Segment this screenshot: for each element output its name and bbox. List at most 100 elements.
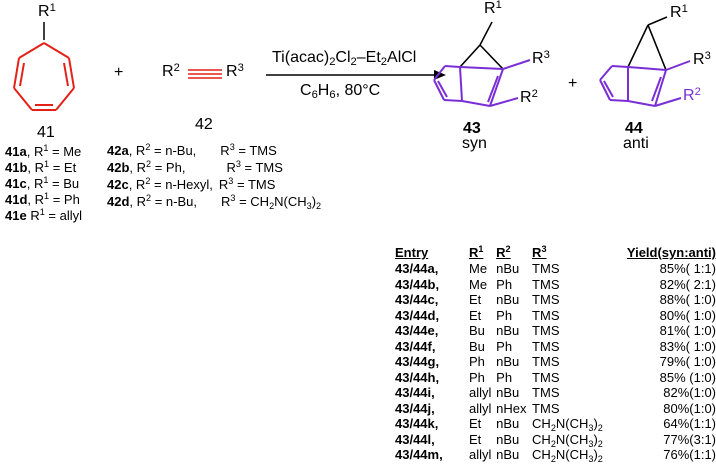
row-r1: Et: [468, 416, 482, 432]
row-entry: 43/44l,: [395, 431, 435, 447]
row-r1: allyl: [468, 400, 492, 416]
r1-label-43: R1: [484, 0, 502, 17]
r2-label-44: R2: [683, 86, 701, 104]
row-r3: CH2N(CH3)2: [532, 431, 603, 449]
row-r2: nBu: [496, 385, 520, 401]
row-r3: TMS: [532, 338, 560, 354]
row-r3: TMS: [532, 323, 560, 339]
variant-41e: 41e R1 = allyl: [5, 207, 82, 223]
row-r1: Et: [468, 307, 482, 323]
row-yield: 83%( 1:0): [659, 338, 716, 354]
row-entry: 43/44d,: [395, 307, 440, 323]
plus-sign-reactants: +: [114, 64, 124, 81]
results-table-header: Entry R1 R2 R3 Yield(syn:anti): [395, 244, 716, 261]
row-entry: 43/44h,: [395, 369, 440, 385]
variant-41b: 41b, R1 = Et: [5, 159, 77, 175]
compound-41-variant-list: 41a, R1 = Me 41b, R1 = Et 41c, R1 = Bu 4…: [5, 143, 82, 224]
row-r2: nBu: [496, 354, 520, 370]
r3-label-42: R3: [226, 62, 244, 80]
row-entry: 43/44a,: [395, 261, 439, 277]
formula-42d-r3: CH2N(CH3)2: [250, 194, 322, 211]
row-r2: nBu: [496, 416, 520, 432]
alkyne-triple-bond: [188, 69, 222, 79]
reagent-label: Ti(acac)2Cl2–Et2AlCl: [272, 49, 417, 68]
row-yield: 82%(1:0): [663, 385, 716, 401]
row-yield: 88%( 1:0): [659, 292, 716, 308]
row-r2: Ph: [496, 276, 513, 292]
row-yield: 82%( 2:1): [659, 276, 716, 292]
variant-42c: 42c, R2 = n-Hexyl,R3 = TMS: [107, 176, 276, 192]
row-r3: CH2N(CH3)2: [532, 416, 603, 434]
row-r1: Ph: [468, 369, 485, 385]
compound-42-variant-list: 42a, R2 = n-Bu,R3 = TMS 42b, R2 = Ph,R3 …: [107, 142, 322, 211]
row-entry: 43/44b,: [395, 276, 440, 292]
row-r2: nBu: [496, 261, 520, 277]
row-r2: nBu: [496, 431, 520, 447]
row-yield: 80%( 1:0): [659, 307, 716, 323]
row-entry: 43/44k,: [395, 416, 439, 432]
header-r1: R1: [468, 244, 484, 260]
row-r1: Bu: [468, 323, 485, 339]
row-entry: 43/44i,: [395, 385, 435, 401]
product-43-structure: [433, 21, 531, 107]
header-yield: Yield(syn:anti): [626, 245, 716, 260]
r3-label-43: R3: [532, 49, 550, 67]
row-yield: 81%( 1:0): [659, 323, 716, 339]
row-r1: Et: [468, 292, 482, 308]
header-r3: R3: [532, 244, 547, 260]
product-44-structure: [599, 16, 691, 107]
row-yield: 64%(1:1): [663, 416, 716, 432]
row-entry: 43/44f,: [395, 338, 436, 354]
product-43-number: 43: [463, 120, 481, 137]
row-r3: TMS: [532, 276, 560, 292]
row-r2: nHex: [496, 400, 527, 416]
row-r2: Ph: [496, 338, 513, 354]
variant-42b: 42b, R2 = Ph,R3 = TMS: [107, 159, 283, 175]
row-r1: Ph: [468, 354, 485, 370]
plus-sign-products: +: [568, 75, 578, 92]
row-r3: TMS: [532, 292, 560, 308]
row-entry: 43/44j,: [395, 400, 435, 416]
row-r3: TMS: [532, 354, 560, 370]
r2-label-43: R2: [520, 88, 538, 106]
r2-label-42: R2: [162, 62, 180, 80]
compound-42-number: 42: [195, 116, 213, 133]
product-44-label: anti: [623, 135, 649, 152]
reaction-scheme-graphic: [13, 16, 691, 111]
row-r3: TMS: [532, 261, 560, 277]
product-44-number: 44: [625, 120, 643, 137]
results-table: Entry R1 R2 R3 Yield(syn:anti) 43/44a, Me…: [395, 244, 716, 463]
table-row: 43/44b, Me Ph TMS 82%( 2:1): [395, 277, 716, 293]
variant-41c: 41c, R1 = Bu: [5, 175, 80, 191]
row-r3: CH2N(CH3)2: [532, 447, 603, 464]
header-entry: Entry: [395, 245, 429, 260]
row-r2: nBu: [496, 447, 520, 463]
row-yield: 85%( 1:1): [659, 261, 716, 277]
row-r2: nBu: [496, 292, 520, 308]
conditions-label: C6H6, 80°C: [300, 82, 381, 101]
row-yield: 80%(1:0): [663, 400, 716, 416]
row-entry: 43/44g,: [395, 354, 440, 370]
variant-41a: 41a, R1 = Me: [5, 143, 82, 159]
cycloheptatriene-ring: [13, 22, 75, 111]
reaction-arrow: [266, 70, 446, 80]
row-r1: Me: [468, 276, 488, 292]
row-r1: Me: [468, 261, 488, 277]
compound-41-number: 41: [37, 124, 55, 141]
r1-label-41: R1: [38, 2, 56, 20]
product-43-label: syn: [462, 135, 487, 152]
row-yield: 85% (1:0): [659, 369, 716, 385]
r1-label-44: R1: [670, 3, 688, 21]
variant-42a: 42a, R2 = n-Bu,R3 = TMS: [107, 142, 277, 158]
